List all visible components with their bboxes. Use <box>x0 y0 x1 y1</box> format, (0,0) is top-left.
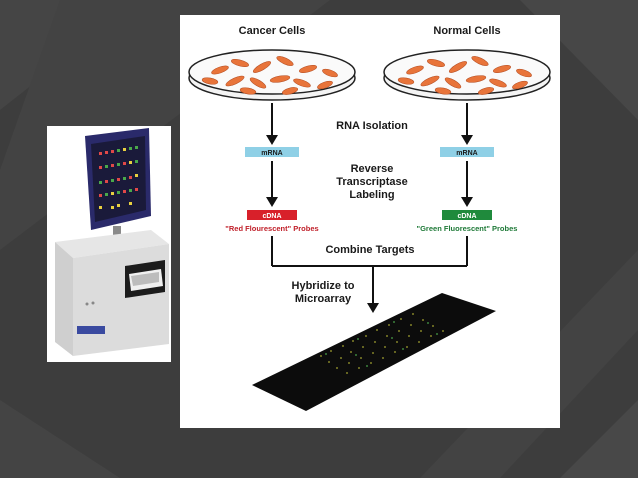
mrna-left-label: mRNA <box>261 150 282 157</box>
arrow-mrna-to-cdna-left <box>266 161 278 207</box>
normal-cells-label: Normal Cells <box>433 25 500 37</box>
arrow-mrna-to-cdna-right <box>461 161 473 207</box>
transcriptase-label: Transcriptase <box>336 176 408 188</box>
microarray-scanner-photo <box>47 126 171 362</box>
normal-cells-dish <box>383 49 551 101</box>
arrow-to-microarray <box>367 303 379 313</box>
rna-isolation-label: RNA Isolation <box>336 120 408 132</box>
cancer-cells-label: Cancer Cells <box>239 25 306 37</box>
cancer-cells-dish <box>188 49 356 101</box>
microarray-slide <box>252 293 496 411</box>
arrow-dish-to-mrna-left <box>266 103 278 145</box>
arrow-dish-to-mrna-right <box>461 103 473 145</box>
hybridize-label: Hybridize to <box>292 280 355 292</box>
microarray-label: Microarray <box>295 293 352 305</box>
cdna-box-red <box>247 210 297 220</box>
combine-connector <box>271 236 468 305</box>
cdna-right-label: cDNA <box>457 213 476 220</box>
red-probes-label: "Red Flourescent" Probes <box>225 224 318 233</box>
labeling-label: Labeling <box>349 189 394 201</box>
green-probes-label: "Green Fluorescent" Probes <box>417 224 518 233</box>
combine-targets-label: Combine Targets <box>325 244 414 256</box>
cdna-left-label: cDNA <box>262 213 281 220</box>
mrna-right-label: mRNA <box>456 150 477 157</box>
brand-logo <box>77 326 105 334</box>
cdna-box-green <box>442 210 492 220</box>
microarray-workflow-diagram: Cancer Cells Normal Cells RNA Isolation … <box>180 15 560 428</box>
reverse-label: Reverse <box>351 163 394 175</box>
mrna-box-right <box>440 147 494 157</box>
screen-spots-grid <box>99 146 138 209</box>
mrna-box-left <box>245 147 299 157</box>
